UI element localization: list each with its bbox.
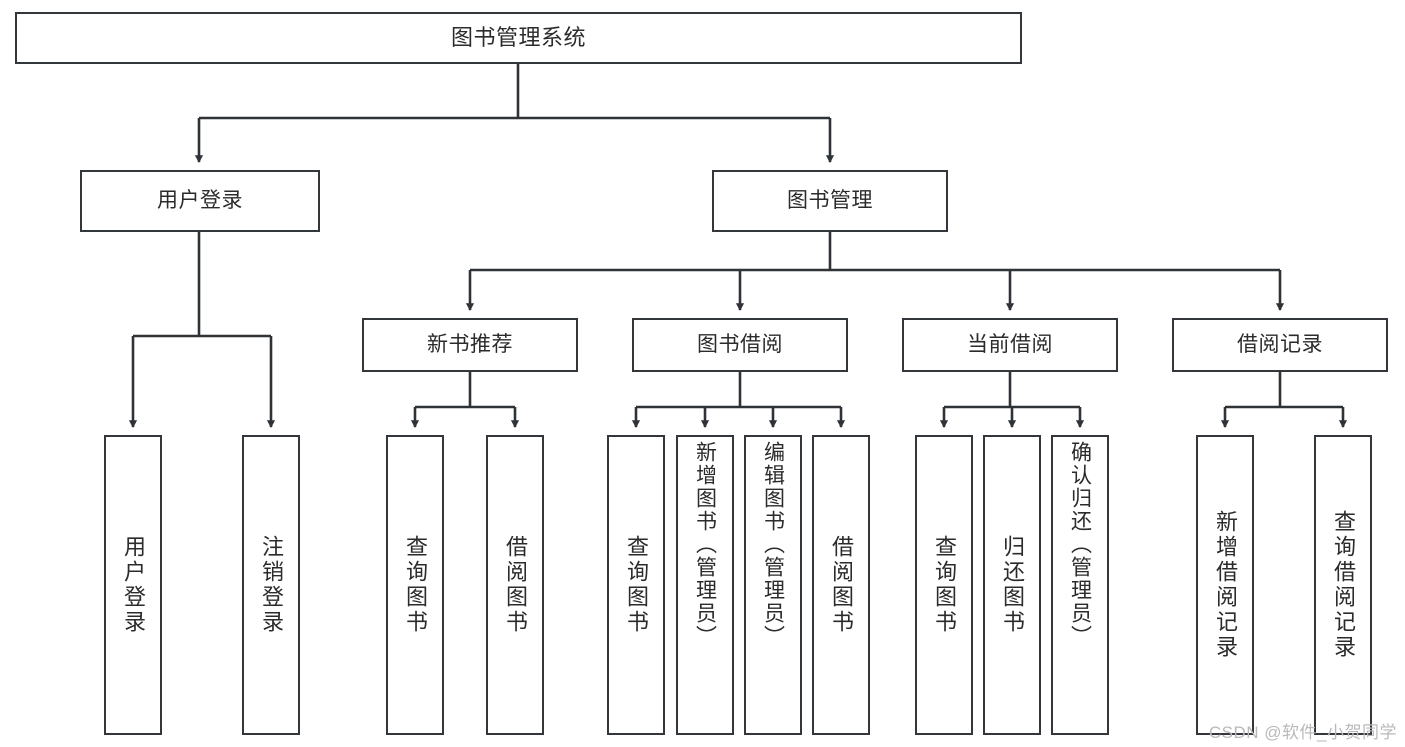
node-current-borrow[interactable]: 当前借阅: [902, 318, 1118, 372]
leaf-query-book-cb[interactable]: 查询图书: [915, 435, 973, 735]
leaf-borrow-book-nbr-label: 借阅图书: [503, 535, 528, 635]
leaf-query-book-bb-label: 查询图书: [624, 535, 649, 635]
node-borrow-record-label: 借阅记录: [1237, 332, 1323, 356]
leaf-user-login-label: 用户登录: [121, 535, 146, 635]
leaf-edit-book-admin[interactable]: 编辑图书（管理员）: [744, 435, 802, 735]
node-book-borrow[interactable]: 图书借阅: [632, 318, 848, 372]
node-new-book-recommend-label: 新书推荐: [427, 332, 513, 356]
leaf-add-borrow-record[interactable]: 新增借阅记录: [1196, 435, 1254, 735]
leaf-confirm-return-admin[interactable]: 确认归还（管理员）: [1051, 435, 1109, 735]
leaf-return-book-label: 归还图书: [1000, 535, 1025, 635]
node-user-login[interactable]: 用户登录: [80, 170, 320, 232]
leaf-query-book-cb-label: 查询图书: [932, 535, 957, 635]
leaf-query-book-nbr[interactable]: 查询图书: [386, 435, 444, 735]
leaf-logout[interactable]: 注销登录: [242, 435, 300, 735]
node-root[interactable]: 图书管理系统: [15, 12, 1022, 64]
leaf-add-borrow-record-label: 新增借阅记录: [1213, 510, 1238, 660]
node-book-borrow-label: 图书借阅: [697, 332, 783, 356]
leaf-borrow-book-bb-label: 借阅图书: [829, 535, 854, 635]
node-borrow-record[interactable]: 借阅记录: [1172, 318, 1388, 372]
leaf-add-book-admin[interactable]: 新增图书（管理员）: [676, 435, 734, 735]
leaf-confirm-return-admin-label: 确认归还（管理员）: [1068, 441, 1092, 648]
node-current-borrow-label: 当前借阅: [967, 332, 1053, 356]
leaf-edit-book-admin-label: 编辑图书（管理员）: [761, 441, 785, 648]
node-book-management-label: 图书管理: [787, 188, 873, 212]
leaf-query-borrow-record[interactable]: 查询借阅记录: [1314, 435, 1372, 735]
leaf-query-book-bb[interactable]: 查询图书: [607, 435, 665, 735]
node-new-book-recommend[interactable]: 新书推荐: [362, 318, 578, 372]
leaf-borrow-book-nbr[interactable]: 借阅图书: [486, 435, 544, 735]
watermark: CSDN @软件_小贺同学: [1208, 723, 1397, 742]
leaf-query-borrow-record-label: 查询借阅记录: [1331, 510, 1356, 660]
leaf-return-book[interactable]: 归还图书: [983, 435, 1041, 735]
leaf-query-book-nbr-label: 查询图书: [403, 535, 428, 635]
node-root-label: 图书管理系统: [450, 25, 586, 51]
leaf-logout-label: 注销登录: [259, 535, 284, 635]
node-book-management[interactable]: 图书管理: [712, 170, 948, 232]
leaf-user-login[interactable]: 用户登录: [104, 435, 162, 735]
node-user-login-label: 用户登录: [157, 188, 243, 212]
leaf-add-book-admin-label: 新增图书（管理员）: [693, 441, 717, 648]
leaf-borrow-book-bb[interactable]: 借阅图书: [812, 435, 870, 735]
